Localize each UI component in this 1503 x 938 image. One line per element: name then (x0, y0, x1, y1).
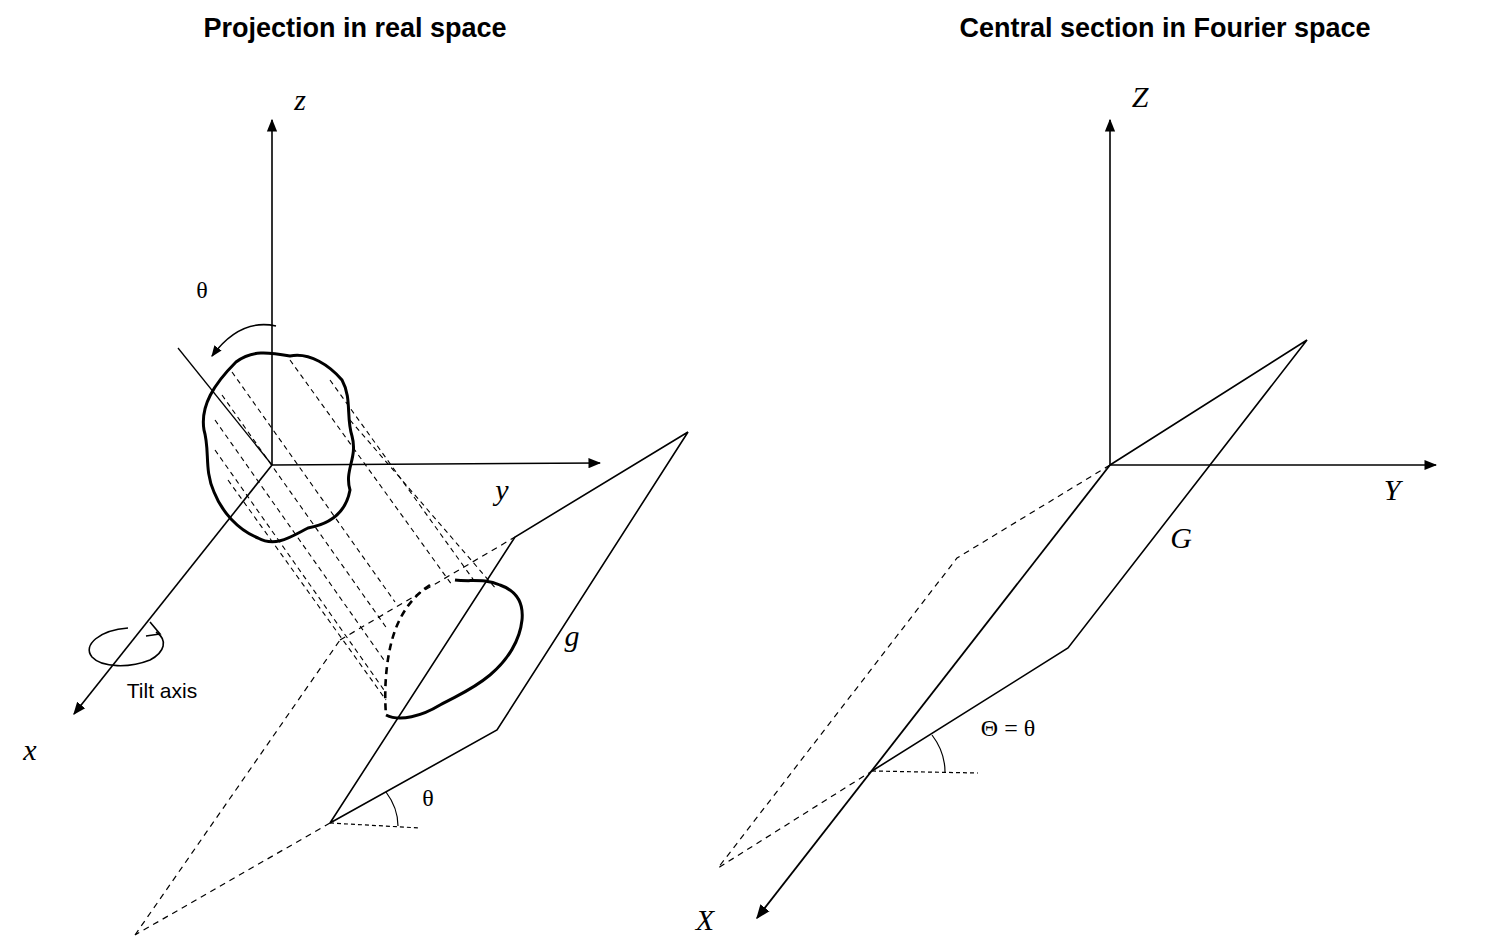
object-outline (203, 353, 353, 542)
Y-axis (1110, 464, 1436, 466)
plane-extension (135, 537, 515, 935)
Z-axis (1109, 120, 1111, 465)
axis-label: y (495, 475, 508, 505)
section-extension (718, 465, 1110, 868)
projected-image-hidden (385, 585, 430, 715)
angle-reference (330, 823, 420, 828)
axis-label: X (696, 905, 714, 935)
angle-label: Θ = θ (981, 716, 1035, 740)
central-section-plane (872, 340, 1307, 771)
plane-label: g (565, 621, 580, 651)
angle-arc (932, 735, 945, 772)
projected-image (386, 580, 522, 718)
axis-label: Y (1384, 475, 1401, 505)
panel-heading: Projection in real space (203, 15, 506, 42)
axis-note: Tilt axis (127, 680, 197, 701)
angle-label: θ (422, 786, 434, 810)
angle-reference (872, 771, 978, 773)
plane-label: G (1170, 523, 1192, 553)
axis-label: Z (1132, 82, 1149, 112)
axis-label: z (294, 85, 306, 115)
rotation-arrow (212, 325, 276, 356)
tilt-rotation-head (146, 622, 160, 636)
panel-heading: Central section in Fourier space (959, 15, 1370, 42)
angle-label: θ (196, 278, 208, 302)
angle-arc (386, 792, 398, 826)
X-axis (757, 465, 1110, 918)
axis-label: x (23, 735, 36, 765)
projection-plane (330, 432, 688, 823)
tilt-rotation-arrow (89, 628, 163, 666)
